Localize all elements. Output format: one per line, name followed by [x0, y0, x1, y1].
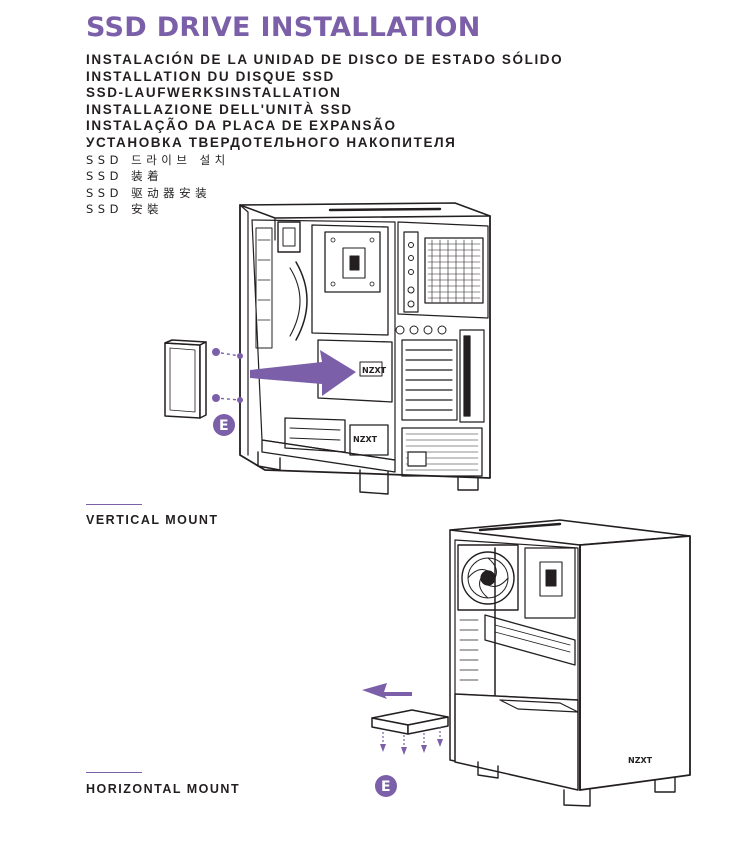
subtitle-pt: INSTALAÇÃO DA PLACA DE EXPANSÃO	[86, 118, 397, 134]
subtitle-zh-tw: SSD 安裝	[86, 202, 164, 217]
part-e-letter-vertical: E	[219, 418, 229, 434]
translated-titles: INSTALACIÓN DE LA UNIDAD DE DISCO DE EST…	[86, 52, 563, 218]
subtitle-it: INSTALLAZIONE DELL'UNITÀ SSD	[86, 101, 353, 117]
bracket-logo: NZXT	[362, 366, 387, 375]
subtitle-fr: INSTALLATION DU DISQUE SSD	[86, 68, 335, 84]
part-e-badge-horizontal: E	[375, 775, 397, 797]
remove-arrow-icon	[362, 683, 412, 699]
screw-icon	[380, 727, 443, 755]
ssd-vertical	[164, 339, 207, 419]
vertical-case-illustration: NZXT NZXT	[239, 202, 491, 495]
subtitle-ko: SSD 드라이브 설치	[86, 152, 230, 167]
subtitle-ja: SSD 装着	[86, 169, 164, 184]
subtitle-zh-cn: SSD 驱动器安装	[86, 185, 212, 200]
page-title: SSD DRIVE INSTALLATION	[86, 12, 481, 43]
horizontal-mount-label: HORIZONTAL MOUNT	[86, 782, 241, 796]
part-e-badge-vertical: E	[213, 414, 235, 436]
subtitle-de: SSD-LAUFWERKSINSTALLATION	[86, 85, 342, 101]
psu-logo: NZXT	[353, 435, 378, 444]
horizontal-mount-rule	[86, 772, 142, 773]
vertical-mount-rule	[86, 504, 142, 505]
insert-arrow-icon	[250, 350, 356, 396]
part-e-letter-horizontal: E	[381, 779, 391, 795]
screw-icon	[212, 348, 243, 403]
vertical-mount-label: VERTICAL MOUNT	[86, 513, 219, 527]
subtitle-ru: УСТАНОВКА ТВЕРДОТЕЛЬНОГО НАКОПИТЕЛЯ	[86, 134, 457, 150]
subtitle-es: INSTALACIÓN DE LA UNIDAD DE DISCO DE EST…	[86, 52, 564, 67]
ssd-horizontal	[371, 709, 449, 735]
horizontal-case-illustration: NZXT	[449, 519, 691, 807]
front-logo: NZXT	[628, 756, 653, 765]
